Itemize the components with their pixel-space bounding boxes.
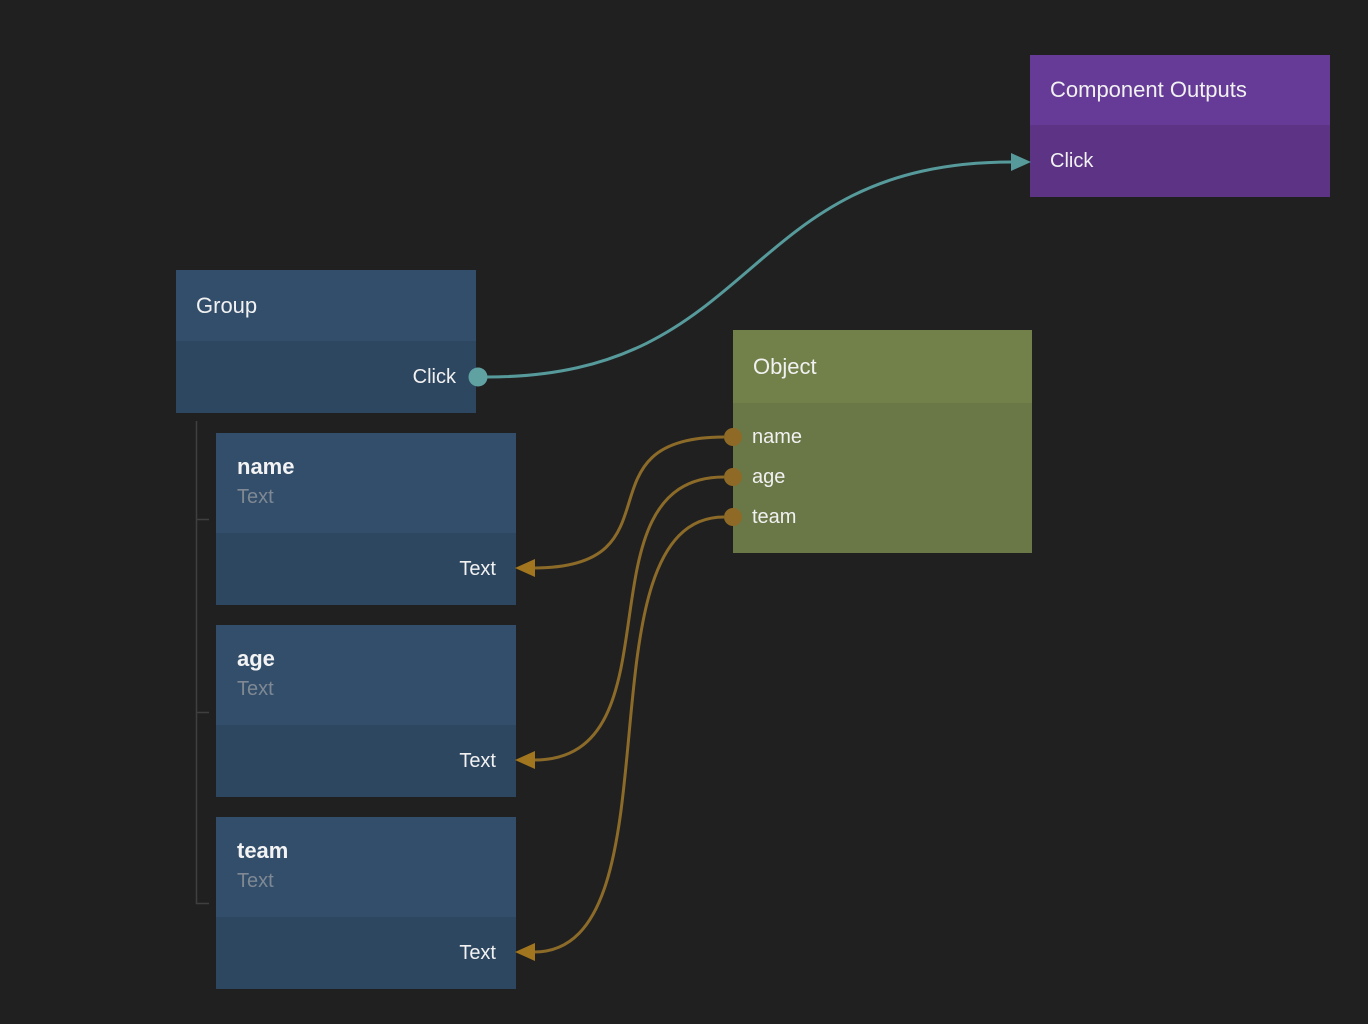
node-object-output-label-name: name — [752, 425, 803, 448]
node-group-header[interactable]: Group — [176, 270, 476, 341]
node-field-team-input-row[interactable]: Text — [216, 917, 516, 989]
port-object-team-output[interactable] — [724, 508, 742, 526]
node-object-header[interactable]: Object — [733, 330, 1032, 403]
node-field-name-input-label: Text — [459, 557, 496, 580]
node-object-body: name age team — [733, 403, 1032, 553]
node-field-age-input-row[interactable]: Text — [216, 725, 516, 797]
node-field-name-input-row[interactable]: Text — [216, 533, 516, 605]
node-object-output-row-name[interactable]: name — [733, 417, 1032, 457]
node-object-output-row-team[interactable]: team — [733, 497, 1032, 537]
node-group-title: Group — [196, 292, 258, 318]
node-component-outputs[interactable]: Component Outputs Click — [1030, 55, 1330, 197]
node-field-name-type: Text — [237, 486, 274, 508]
node-field-team-header[interactable]: team Text — [216, 817, 516, 917]
node-field-team-type: Text — [237, 870, 274, 892]
node-component-outputs-header[interactable]: Component Outputs — [1030, 55, 1330, 125]
node-object-output-label-age: age — [752, 465, 786, 488]
node-component-outputs-input-label: Click — [1050, 149, 1094, 172]
node-field-age-header[interactable]: age Text — [216, 625, 516, 725]
node-field-name[interactable]: name Text Text — [216, 433, 516, 605]
node-object-title: Object — [753, 353, 817, 379]
node-field-age-type: Text — [237, 678, 274, 700]
edge-object-name-to-field-name-text[interactable] — [533, 435, 725, 570]
edge-arrowhead-field-team-text — [515, 943, 535, 961]
edge-group-click-to-component-outputs-click[interactable] — [486, 160, 1013, 379]
node-field-team[interactable]: team Text Text — [216, 817, 516, 989]
node-field-age-input-label: Text — [459, 749, 496, 772]
edge-object-age-to-field-age-text[interactable] — [533, 475, 725, 762]
node-field-age[interactable]: age Text Text — [216, 625, 516, 797]
node-group-output-row-click[interactable]: Click — [176, 341, 476, 413]
edge-arrowhead-component-outputs-click — [1011, 153, 1031, 171]
port-object-age-output[interactable] — [724, 468, 742, 486]
node-group-output-label: Click — [412, 365, 456, 388]
node-object[interactable]: Object name age team — [733, 330, 1032, 553]
port-group-click-output[interactable] — [468, 367, 488, 387]
node-group[interactable]: Group Click — [176, 270, 476, 413]
node-field-name-header[interactable]: name Text — [216, 433, 516, 533]
node-field-age-title: age — [237, 646, 275, 671]
node-object-output-row-age[interactable]: age — [733, 457, 1032, 497]
port-object-name-output[interactable] — [724, 428, 742, 446]
edge-object-team-to-field-team-text[interactable] — [533, 515, 725, 954]
node-object-output-label-team: team — [752, 505, 797, 528]
group-hierarchy-line — [195, 421, 209, 905]
node-field-name-title: name — [237, 454, 295, 479]
node-component-outputs-input-row-click[interactable]: Click — [1030, 125, 1330, 197]
node-field-team-input-label: Text — [459, 941, 496, 964]
node-field-team-title: team — [237, 838, 289, 863]
node-component-outputs-title: Component Outputs — [1050, 77, 1247, 102]
edge-arrowhead-field-name-text — [515, 559, 535, 577]
edge-arrowhead-field-age-text — [515, 751, 535, 769]
